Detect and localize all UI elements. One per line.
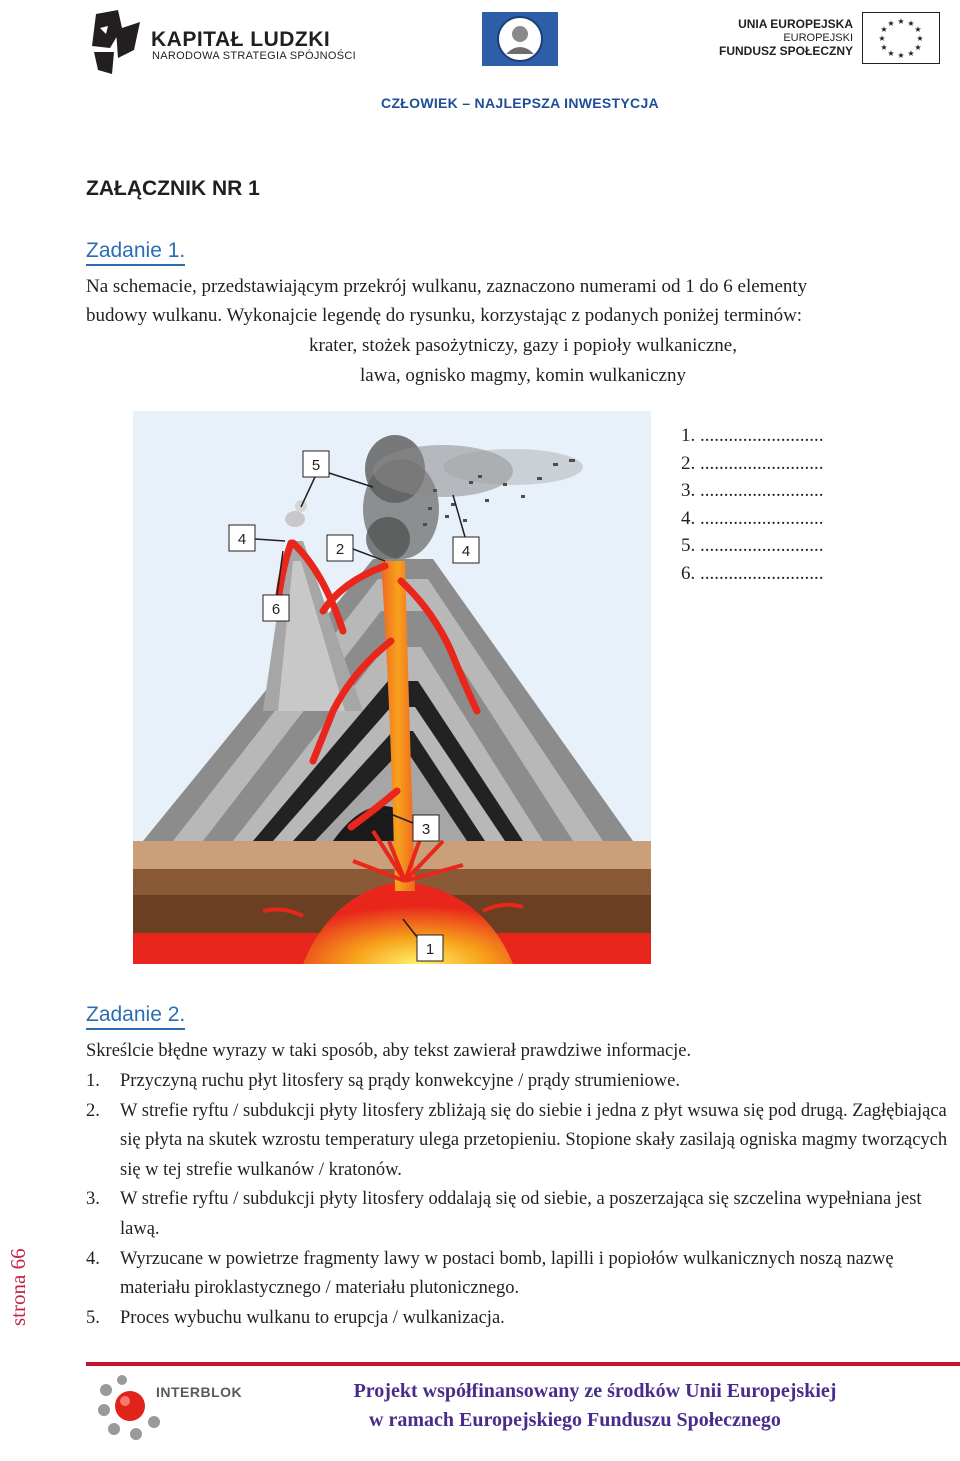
portrait-emblem-icon (482, 12, 558, 66)
diagram-label-4-left: 4 (228, 524, 286, 552)
task2-intro: Skreślcie błędne wyrazy w taki sposób, a… (86, 1041, 692, 1061)
svg-text:★: ★ (878, 34, 885, 43)
legend-item-2: 2. .......................... (681, 452, 824, 474)
task2-item-5: 5. Proces wybuchu wulkanu to erupcja / w… (86, 1304, 960, 1334)
diagram-label-6: 6 (262, 550, 290, 622)
task1-heading: Zadanie 1. (86, 239, 186, 266)
eu-line-2: EUROPEJSKI (783, 32, 853, 44)
label-4a-text: 4 (238, 531, 246, 548)
interblok-logo-text: INTERBLOK (156, 1384, 243, 1400)
task1-legend: 1. .......................... 2. .......… (681, 422, 824, 587)
diagram-label-5: 5 (300, 450, 374, 508)
svg-text:★: ★ (880, 43, 887, 52)
footer-line-2: w ramach Europejskiego Funduszu Społeczn… (369, 1409, 781, 1431)
kapital-ludzki-logo-icon (92, 10, 140, 74)
legend-item-6: 6. .......................... (681, 562, 824, 584)
legend-item-1: 1. .......................... (681, 425, 824, 446)
header: KAPITAŁ LUDZKI NARODOWA STRATEGIA SPÓJNO… (0, 0, 960, 120)
eu-line-1: UNIA EUROPEJSKA (738, 17, 853, 31)
kapital-ludzki-subtitle: NARODOWA STRATEGIA SPÓJNOŚCI (152, 50, 356, 62)
svg-text:★: ★ (897, 51, 904, 60)
svg-text:★: ★ (887, 49, 894, 58)
label-2-text: 2 (336, 541, 344, 558)
diagram-label-4-right: 4 (452, 494, 480, 564)
svg-text:★: ★ (914, 25, 921, 34)
task2-item-1: 1. Przyczyną ruchu płyt litosfery są prą… (86, 1067, 960, 1097)
diagram-label-2: 2 (326, 534, 386, 562)
task2-item-2-num: 2. (86, 1100, 100, 1121)
task2-item-1-text: Przyczyną ruchu płyt litosfery są prądy … (120, 1071, 680, 1091)
eu-line-3: FUNDUSZ SPOŁECZNY (718, 44, 853, 58)
svg-text:★: ★ (880, 25, 887, 34)
task2-item-3-text: W strefie ryftu / subdukcji płyty litosf… (120, 1189, 922, 1239)
task1-terms-line1: krater, stożek pasożytniczy, gazy i popi… (309, 335, 737, 356)
task2-item-4-text: Wyrzucane w powietrze fragmenty lawy w p… (120, 1248, 894, 1299)
svg-text:★: ★ (897, 17, 904, 26)
task1-instruction-line2: budowy wulkanu. Wykonajcie legendę do ry… (86, 305, 803, 326)
interblok-logo-icon (98, 1375, 160, 1440)
task2-heading: Zadanie 2. (86, 1003, 186, 1030)
task1-terms-line2: lawa, ognisko magmy, komin wulkaniczny (360, 365, 686, 386)
task2-item-5-text: Proces wybuchu wulkanu to erupcja / wulk… (120, 1307, 505, 1328)
svg-text:★: ★ (916, 34, 923, 43)
label-6-text: 6 (272, 601, 280, 618)
footer-divider (86, 1362, 960, 1366)
label-1-text: 1 (426, 941, 434, 958)
motto: CZŁOWIEK – NAJLEPSZA INWESTYCJA (381, 95, 659, 111)
task2-item-1-num: 1. (86, 1071, 100, 1091)
footer-line-1: Projekt współfinansowany ze środków Unii… (353, 1380, 837, 1402)
task2-item-4-num: 4. (86, 1248, 100, 1269)
volcano-cross-section-diagram: 5 4 2 4 6 3 1 (133, 411, 651, 964)
task2-item-2-text: W strefie ryftu / subdukcji płyty litosf… (120, 1100, 948, 1180)
kapital-ludzki-title: KAPITAŁ LUDZKI (151, 28, 331, 51)
annex-title: ZAŁĄCZNIK NR 1 (86, 177, 260, 200)
legend-item-5: 5. .......................... (681, 535, 824, 556)
task2-items: 1. Przyczyną ruchu płyt litosfery są prą… (86, 1067, 960, 1333)
svg-text:★: ★ (907, 19, 914, 28)
magma-chamber (303, 881, 513, 964)
eu-flag-icon: ★★★ ★★★ ★★★ ★★★ (862, 12, 940, 64)
legend-item-4: 4. .......................... (681, 507, 824, 529)
task2-item-4: 4. Wyrzucane w powietrze fragmenty lawy … (86, 1245, 960, 1304)
diagram-label-3: 3 (382, 810, 440, 842)
label-5-text: 5 (312, 457, 320, 474)
task2-item-3: 3. W strefie ryftu / subdukcji płyty lit… (86, 1185, 960, 1244)
ash-cloud (285, 435, 583, 561)
svg-text:★: ★ (887, 19, 894, 28)
svg-text:★: ★ (907, 49, 914, 58)
task2-item-5-num: 5. (86, 1307, 100, 1328)
page-label: strona 66 (6, 1248, 30, 1326)
label-3-text: 3 (422, 821, 430, 838)
label-4b-text: 4 (462, 543, 470, 560)
task1-instruction-line1: Na schemacie, przedstawiającym przekrój … (86, 276, 808, 297)
legend-item-3: 3. .......................... (681, 480, 824, 501)
diagram-label-1: 1 (402, 918, 444, 962)
task2-item-2: 2. W strefie ryftu / subdukcji płyty lit… (86, 1097, 960, 1186)
task2-item-3-num: 3. (86, 1189, 100, 1210)
svg-text:★: ★ (914, 43, 921, 52)
